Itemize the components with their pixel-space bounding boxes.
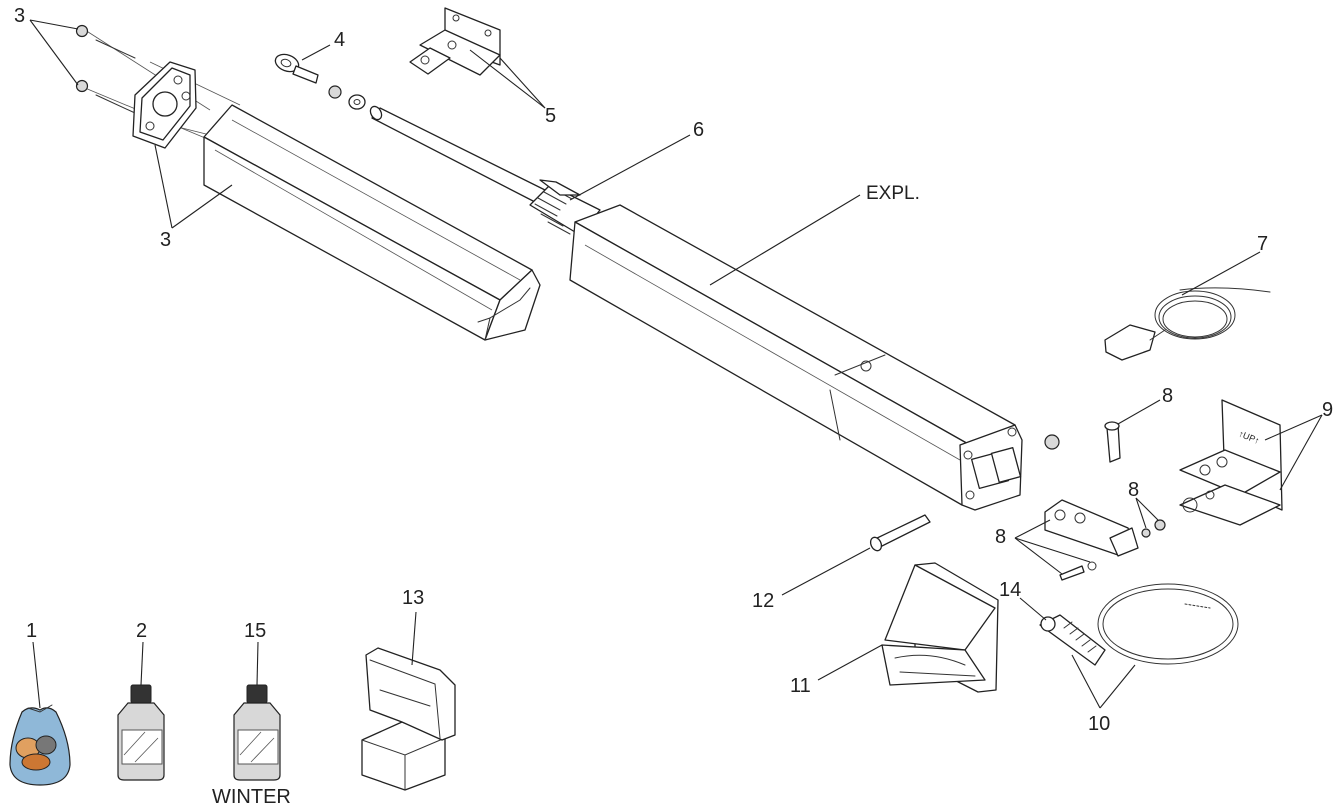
actuator-body [569,204,1023,511]
nut-mid [1044,434,1060,450]
label-part-3-bottom: 3 [160,229,171,251]
label-part-15: 15 [244,620,266,642]
label-part-12: 12 [752,590,774,612]
label-expl: EXPL. [866,183,920,204]
label-winter: WINTER [212,786,291,808]
label-part-5: 5 [545,105,556,127]
label-part-14: 14 [999,579,1021,601]
label-part-2: 2 [136,620,147,642]
label-part-3-top: 3 [14,5,25,27]
oil-bottle [117,684,165,781]
part-labels: 3 3 4 5 6 EXPL. 7 8 8 8 9 10 11 12 13 14… [14,5,1333,808]
eye-bolt-assembly [274,53,366,110]
packaging-box [361,647,456,791]
label-part-9: 9 [1322,399,1333,421]
fasteners [1044,421,1166,581]
label-part-8-upper: 8 [1162,385,1173,407]
label-part-6: 6 [693,119,704,141]
pivot-pin [869,514,931,552]
hardware-bag [9,704,71,786]
outer-profile-tube [203,104,541,341]
nut [328,85,342,99]
nut-bottom [75,79,89,93]
label-part-8-mid: 8 [1128,479,1139,501]
piston-rod [369,105,546,203]
sensor-cable [1039,583,1239,666]
label-part-1: 1 [26,620,37,642]
label-part-13: 13 [402,587,424,609]
end-cap-assembly [75,24,241,149]
winter-oil-bottle [233,684,281,781]
label-part-7: 7 [1257,233,1268,255]
cable-switch [1104,287,1271,361]
rear-bracket [409,7,501,76]
bracket-cover [881,562,999,693]
label-part-8-lower: 8 [995,526,1006,548]
leader-lines [29,19,1323,709]
label-part-4: 4 [334,29,345,51]
label-part-10: 10 [1088,713,1110,735]
label-part-11: 11 [790,675,811,697]
front-mounting-bracket: ↑UP↑ [1179,399,1283,526]
nut-top [75,24,89,38]
